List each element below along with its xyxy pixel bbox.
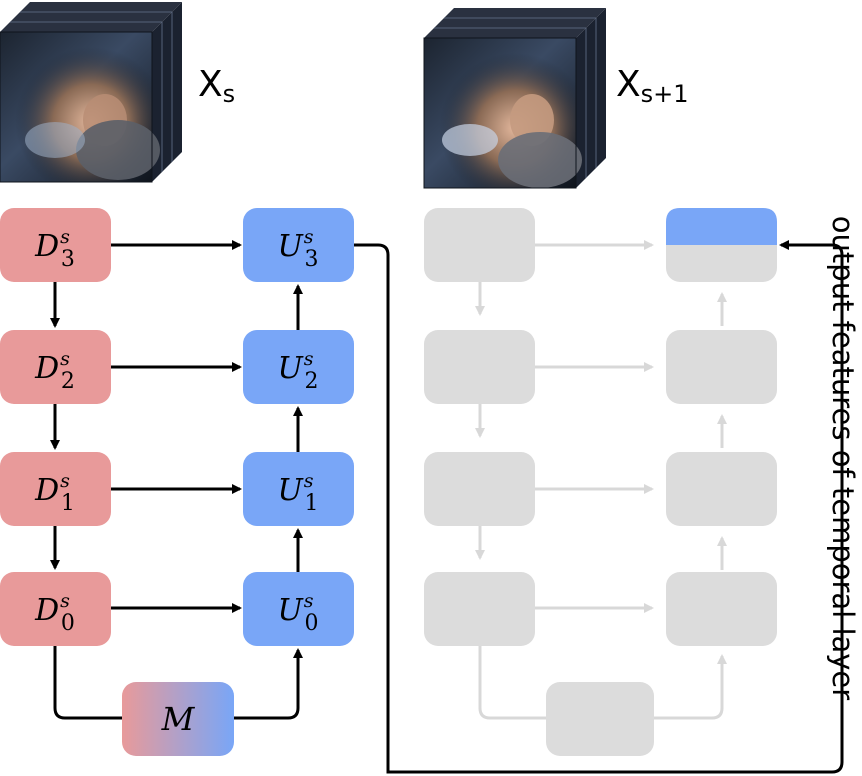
svg-text:Us2: Us2 [277,348,318,394]
from-middle-path [234,648,303,720]
to-middle-path [53,646,122,720]
inactive-encoder-block-0 [424,572,535,646]
active-connectors [50,240,844,774]
inactive-decoder-block-0 [666,572,777,646]
svg-text:Ds1: Ds1 [34,470,75,516]
inactive-to-middle [478,646,546,720]
frame-xs1 [423,37,582,189]
inactive-decoder-block-2 [666,330,777,404]
temporal-output-label: output features of temporal layer [826,216,860,700]
middle-block: M [122,682,234,756]
svg-text:Us3: Us3 [277,226,318,272]
inactive-encoder-block-3 [424,208,535,282]
svg-text:Ds0: Ds0 [34,590,75,636]
svg-text:Ds3: Ds3 [34,226,75,272]
inactive-middle-block [546,682,654,756]
inactive-connectors [475,240,727,720]
temporal-output-connector [353,240,844,774]
inactive-unet [424,208,777,756]
clip-xs1-image-stack: Xs+1 [423,8,689,189]
inactive-from-middle [654,654,727,720]
inactive-encoder-block-2 [424,330,535,404]
inactive-decoder-block-3-split [666,208,777,282]
stack-depth-xs [0,2,182,182]
clip-xs1-label: Xs+1 [616,64,689,108]
svg-text:Ds2: Ds2 [34,348,75,394]
frame-xs [0,31,160,183]
svg-text:Us1: Us1 [277,470,318,516]
svg-text:Us0: Us0 [277,590,318,636]
clip-xs-label: Xs [198,64,235,108]
inactive-encoder-block-1 [424,452,535,526]
stack-depth-xs1 [424,8,606,188]
clip-xs-image-stack: Xs [0,2,235,183]
middle-block-label: M [161,700,196,738]
inactive-decoder-block-1 [666,452,777,526]
